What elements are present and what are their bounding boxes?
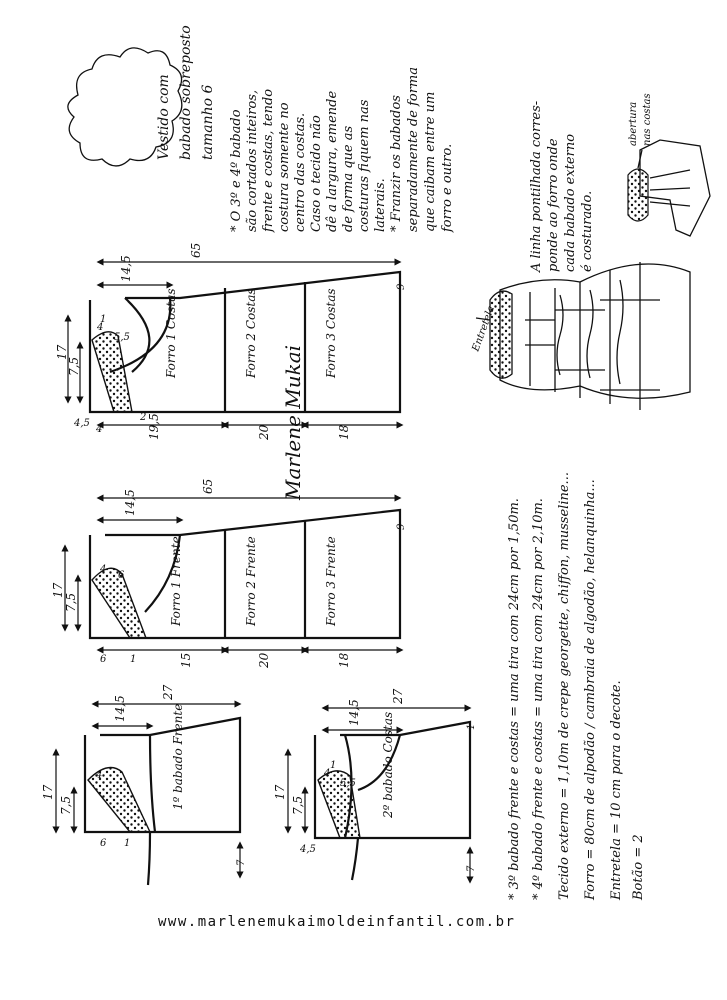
dim-top: 14,5 xyxy=(113,695,127,722)
note-line: centro das costas. xyxy=(293,113,308,232)
note-line: costura somente no xyxy=(277,102,292,232)
dim-small: 6 xyxy=(118,570,125,581)
dim-bottom: 18 xyxy=(337,424,351,440)
dim-top: 14,5 xyxy=(347,699,361,726)
material-line: Entretela = 10 cm para o decote. xyxy=(609,680,624,901)
piece-label: Forro 1 Frente xyxy=(169,536,183,627)
title-line-1: Vestido com xyxy=(156,74,172,160)
note-line: dê a largura, emende xyxy=(325,91,340,232)
dim-neck: 7,5 xyxy=(64,593,78,612)
dim-small: 7 xyxy=(236,859,247,866)
note-line: cada babado externo xyxy=(563,134,578,272)
website-url: www.marlenemukaimoldeinfantil.com.br xyxy=(158,914,516,930)
note-line: frente e costas, tendo xyxy=(261,89,276,233)
dim-bottom: 18 xyxy=(337,652,351,668)
note-line: de forma que as xyxy=(341,126,356,232)
dim-small: 1 xyxy=(330,760,336,771)
note-line: A linha pontilhada corres- xyxy=(529,101,544,273)
dim-small: 4 xyxy=(323,768,330,779)
dim-neck: 7,5 xyxy=(59,796,73,815)
dim-length: 27 xyxy=(391,688,405,705)
materials-list: * 3º babado frente e costas = uma tira c… xyxy=(507,472,646,901)
dim-small: 4,5 xyxy=(299,844,316,855)
dim-small: 1 xyxy=(100,314,106,325)
dim-top: 14,5 xyxy=(123,489,137,516)
dim-small: 5,5 xyxy=(114,332,130,343)
dim-small: 9 xyxy=(396,523,407,530)
dim-bottom: 19,5 xyxy=(147,413,161,440)
notes-dotted-line: A linha pontilhada corres- ponde ao forr… xyxy=(529,101,595,273)
pattern-ruffle-front: 27 14,5 17 7,5 4 6 1 7 1º babado Frente xyxy=(41,684,247,886)
dim-height: 17 xyxy=(41,784,55,800)
dim-neck: 7,5 xyxy=(67,357,81,376)
note-line: são cortados inteiros, xyxy=(245,90,260,232)
note-line: que caibam entre um xyxy=(423,92,438,232)
dim-small: 4 xyxy=(95,424,102,435)
pattern-ruffle-back: 27 14,5 17 7,5 4 1 5,5 4,5 7 1 2º babado… xyxy=(273,688,477,884)
notes-gather: * Franzir os babados separadamente de fo… xyxy=(389,67,455,233)
dim-small: 5,5 xyxy=(340,778,356,789)
piece-label: Forro 2 Frente xyxy=(244,536,258,627)
title-cloud: Vestido com babado sobreposto tamanho 6 xyxy=(67,25,216,167)
dim-top: 14,5 xyxy=(119,255,133,282)
dim-height: 17 xyxy=(55,344,69,360)
pattern-front-lining: 65 14,5 17 7,5 4 6 9 6 1 15 20 18 Forro … xyxy=(51,479,407,669)
dim-small: 4 xyxy=(95,770,102,781)
dim-small: 9 xyxy=(396,283,407,290)
title-line-3: tamanho 6 xyxy=(200,84,216,160)
dim-bottom: 20 xyxy=(257,424,271,441)
signature-text: Marlene Mukai xyxy=(281,345,305,501)
dim-bottom: 20 xyxy=(257,652,271,669)
material-line: Tecido externo = 1,10m de crepe georgett… xyxy=(557,472,572,900)
dim-small: 2 xyxy=(139,412,146,423)
title-line-2: babado sobreposto xyxy=(178,25,194,160)
note-line: * O 3º e 4º babado xyxy=(229,109,244,232)
dim-small: 6 xyxy=(100,654,107,665)
dim-length: 27 xyxy=(161,684,175,701)
note-line: é costurado. xyxy=(580,191,595,272)
dim-length: 65 xyxy=(189,243,203,258)
dim-small: 1 xyxy=(124,838,130,849)
opening-label-2: nas costas xyxy=(642,93,653,146)
note-line: Caso o tecido não xyxy=(309,115,324,232)
dim-small: 6 xyxy=(100,838,107,849)
note-line: separadamente de forma xyxy=(406,67,421,232)
piece-label: 2º babado Costas xyxy=(381,712,395,819)
note-line: forro e outro. xyxy=(440,144,455,233)
piece-label: Forro 1 Costas xyxy=(164,288,178,379)
dim-neck: 7,5 xyxy=(291,796,305,815)
dim-small: 7 xyxy=(466,865,477,872)
note-line: costuras fiquem nas xyxy=(357,99,372,232)
dim-height: 17 xyxy=(51,582,65,598)
dim-small: 4 xyxy=(99,564,106,575)
piece-label: Forro 2 Costas xyxy=(244,288,258,379)
dim-small: 4,5 xyxy=(73,418,90,429)
material-line: Botão = 2 xyxy=(631,834,646,901)
signature: Marlene Mukai xyxy=(281,345,305,501)
back-opening-sketch: abertura nas costas xyxy=(627,93,711,237)
material-line: * 4º babado frente e costas = uma tira c… xyxy=(531,498,546,900)
material-line: * 3º babado frente e costas = uma tira c… xyxy=(507,498,522,900)
notes-ruffles: * O 3º e 4º babado são cortados inteiros… xyxy=(229,89,388,233)
dim-small: 1 xyxy=(466,724,477,730)
dim-bottom: 15 xyxy=(179,653,193,668)
dress-sketch: Entretela xyxy=(470,262,691,410)
opening-label-1: abertura xyxy=(628,102,639,146)
note-line: ponde ao forro onde xyxy=(546,138,561,272)
note-line: * Franzir os babados xyxy=(389,95,404,232)
piece-label: Forro 3 Costas xyxy=(324,288,338,379)
note-line: laterais. xyxy=(373,178,388,232)
piece-label: Forro 3 Frente xyxy=(324,536,338,627)
dim-small: 4 xyxy=(96,322,103,333)
dim-length: 65 xyxy=(201,479,215,494)
dim-height: 17 xyxy=(273,784,287,800)
pattern-back-lining: 65 14,5 17 7,5 4 1 5,5 4,5 4 2 9 19,5 20… xyxy=(55,243,407,441)
piece-label: 1º babado Frente xyxy=(171,704,185,810)
material-line: Forro = 80cm de alpodão / cambraia de al… xyxy=(583,479,598,901)
dim-small: 1 xyxy=(130,654,136,665)
